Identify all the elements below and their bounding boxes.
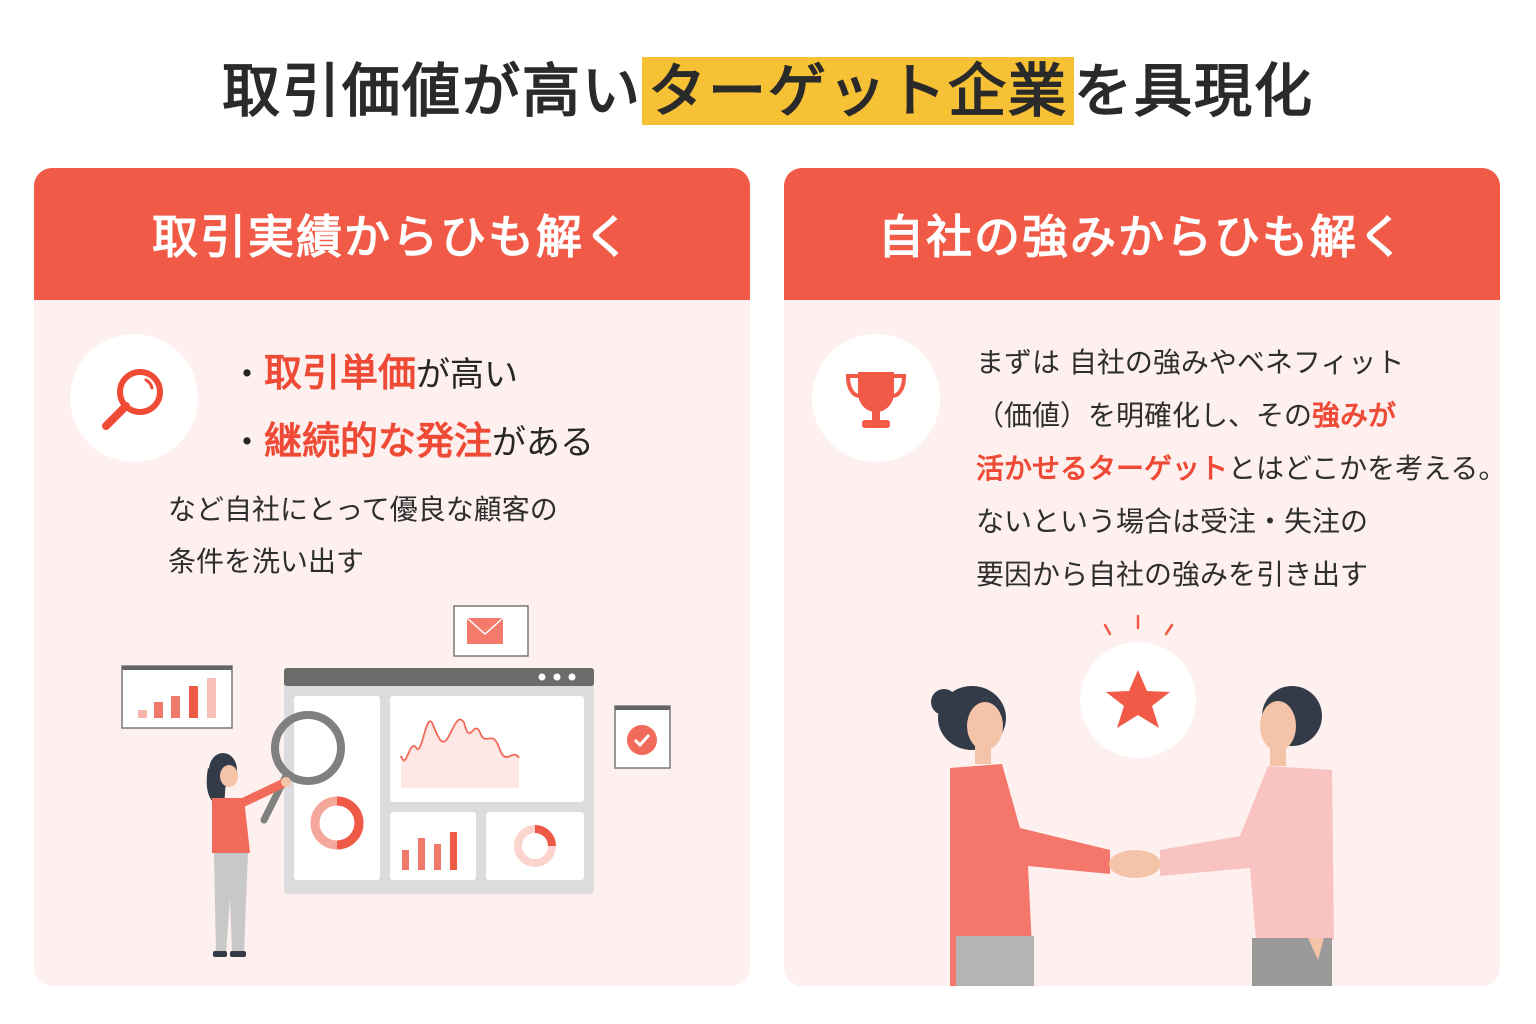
text-plain: まずは 自社の強みやベネフィット xyxy=(976,346,1405,379)
text-plain: （価値）を明確化し、その xyxy=(976,399,1313,432)
bar-chart-window-icon xyxy=(121,665,233,729)
bullet-marker: ・ xyxy=(230,355,264,395)
magnifier-icon xyxy=(102,369,163,430)
handshake xyxy=(1109,850,1161,878)
page-title: 取引価値が高いターゲット企業を具現化 xyxy=(0,52,1536,130)
man-figure xyxy=(1160,686,1334,986)
text-emphasis: 活かせるターゲット xyxy=(976,452,1229,485)
text-plain: ないという場合は受注・失注の xyxy=(976,505,1369,538)
criteria-item: ・継続的な発注がある xyxy=(230,408,594,476)
criteria-item: ・取引単価が高い xyxy=(230,340,594,408)
description-line: 要因から自社の強みを引き出す xyxy=(976,548,1500,601)
dashboard-analysis-illustration xyxy=(121,605,671,957)
description-line: ないという場合は受注・失注の xyxy=(976,495,1500,548)
text-emphasis: 強みが xyxy=(1312,399,1397,432)
star-icon xyxy=(1106,670,1170,728)
title-suffix: を具現化 xyxy=(1074,57,1315,125)
woman-figure xyxy=(931,686,1110,986)
criteria-emphasis: 取引単価 xyxy=(264,351,417,395)
criteria-emphasis: 継続的な発注 xyxy=(264,419,493,463)
text-plain: とはどこかを考える。 xyxy=(1228,452,1500,485)
bullet-marker: ・ xyxy=(230,423,264,463)
title-prefix: 取引価値が高い xyxy=(221,57,642,125)
description-line: （価値）を明確化し、その強みが xyxy=(976,389,1500,442)
right-panel: 自社の強みからひも解く まずは 自社の強みやベネフィット （価値）を明確化し、そ… xyxy=(784,168,1500,986)
criteria-rest: がある xyxy=(492,423,595,463)
trophy-icon xyxy=(845,372,907,428)
mail-window-icon xyxy=(453,605,529,657)
left-panel-header: 取引実績からひも解く xyxy=(34,168,750,300)
criteria-rest: が高い xyxy=(416,355,519,395)
trophy-icon-badge xyxy=(812,334,940,462)
description-line: まずは 自社の強みやベネフィット xyxy=(976,336,1500,389)
handshake-illustration xyxy=(931,614,1334,986)
check-window-icon xyxy=(614,705,671,769)
right-panel-header: 自社の強みからひも解く xyxy=(784,168,1500,300)
text-plain: 要因から自社の強みを引き出す xyxy=(976,558,1369,591)
criteria-list: ・取引単価が高い ・継続的な発注がある xyxy=(230,340,594,476)
sparkle-rays xyxy=(1103,614,1174,636)
main-dashboard-window xyxy=(284,668,594,894)
star-badge xyxy=(1080,642,1196,758)
left-panel-description: など自社にとって優良な顧客の 条件を洗い出す xyxy=(168,484,558,588)
magnifier-icon-badge xyxy=(70,334,198,462)
description-line: 活かせるターゲットとはどこかを考える。 xyxy=(976,442,1500,495)
right-panel-description: まずは 自社の強みやベネフィット （価値）を明確化し、その強みが 活かせるターゲ… xyxy=(976,336,1500,601)
left-panel: 取引実績からひも解く ・取引単価が高い ・継続的な発注がある など自社にとって優… xyxy=(34,168,750,986)
description-line: 条件を洗い出す xyxy=(168,545,365,578)
description-line: など自社にとって優良な顧客の xyxy=(168,493,558,526)
woman-figure xyxy=(206,753,291,957)
title-highlight: ターゲット企業 xyxy=(641,57,1074,125)
